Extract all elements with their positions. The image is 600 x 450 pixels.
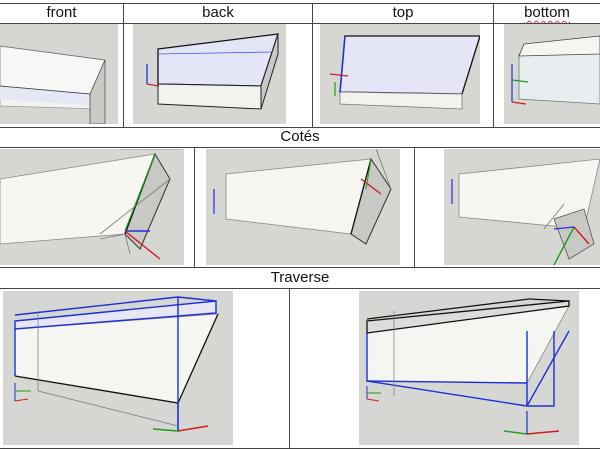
header-front: front (46, 4, 77, 21)
col-divider-2 (312, 3, 313, 127)
table-top-border (0, 3, 600, 4)
cotes-divider-2 (414, 147, 415, 267)
viewport-back (133, 24, 286, 124)
bottom-view-model (511, 35, 600, 105)
top-view-model (329, 35, 480, 110)
cotes-title-bottom-border (0, 147, 600, 148)
row1-bottom-border (0, 127, 600, 128)
cotes-bottom-border (0, 267, 600, 268)
front-view-model (0, 45, 106, 124)
traverse-divider (289, 288, 290, 448)
cotes-divider-1 (194, 147, 195, 267)
viewport-bottom (504, 24, 600, 124)
traverse-2-model (366, 298, 570, 435)
traverse-title-bottom-border (0, 288, 600, 289)
table-bottom-border (0, 448, 600, 449)
viewport-cotes-1 (0, 149, 184, 265)
header-back: back (202, 4, 234, 21)
section-title-traverse: Traverse (270, 269, 330, 286)
viewport-traverse-2 (359, 291, 579, 445)
cotes-2-model (213, 149, 392, 245)
viewport-top (320, 24, 480, 124)
col-divider-3 (493, 3, 494, 127)
header-bottom-border (0, 23, 600, 24)
header-bottom: bottom (524, 4, 570, 21)
section-title-cotes: Cotés (280, 128, 320, 145)
viewport-cotes-3 (444, 149, 600, 265)
header-top: top (392, 4, 414, 21)
cotes-1-model (0, 149, 182, 260)
viewport-traverse-1 (3, 291, 233, 445)
back-view-model (146, 33, 279, 110)
viewport-cotes-2 (206, 149, 400, 265)
col-divider-1 (123, 3, 124, 127)
traverse-1-model (14, 296, 219, 432)
viewport-front (0, 24, 118, 124)
cotes-3-model (451, 158, 600, 265)
